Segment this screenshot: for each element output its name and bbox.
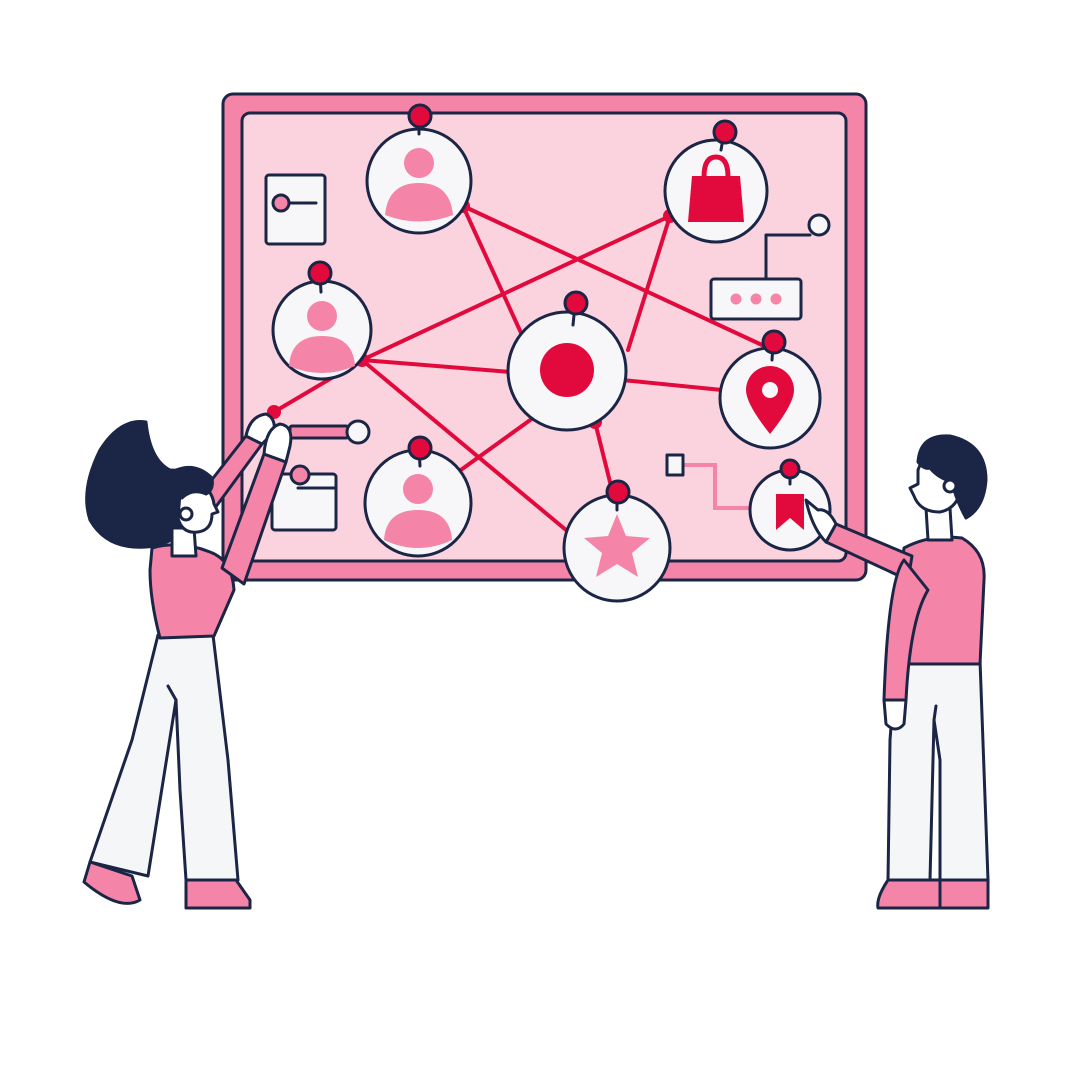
pin-icon — [712, 119, 738, 152]
man-hand-pointing — [804, 498, 838, 544]
pin-icon — [605, 479, 631, 512]
network-links — [272, 204, 764, 532]
node-center — [506, 290, 628, 432]
pin-icon — [307, 260, 333, 294]
man-pants — [886, 658, 990, 882]
input-card-icon — [270, 464, 338, 532]
man-figure — [804, 434, 990, 910]
pin-icon — [761, 329, 787, 362]
woman-shoe-right — [184, 878, 252, 910]
thread-slider-icon — [288, 419, 371, 445]
user-icon — [384, 474, 452, 548]
man-shoe-right — [938, 878, 990, 910]
pin-icon — [563, 290, 589, 327]
connector-icon — [764, 213, 831, 282]
man-hand-down — [882, 698, 908, 731]
user-icon — [289, 301, 355, 373]
node-user-top — [365, 103, 473, 235]
man-shoe-left — [876, 878, 942, 910]
woman-shoe-left — [82, 860, 142, 905]
shopping-bag-icon — [688, 154, 744, 222]
node-bookmark — [748, 458, 832, 552]
dots-panel-icon — [709, 277, 803, 321]
woman-hair-front — [174, 465, 214, 500]
man-shirt — [894, 535, 986, 666]
record-dot-icon — [540, 343, 594, 397]
toggle-card-icon — [264, 173, 327, 246]
woman-hand-front — [262, 422, 293, 464]
user-icon — [385, 148, 453, 222]
node-user-bottom — [363, 435, 473, 558]
bracket-connector-icon — [665, 453, 754, 510]
node-shopping-bag — [663, 119, 769, 244]
woman-pants — [88, 633, 240, 882]
pin-icon — [407, 103, 433, 136]
pin-icon — [779, 458, 801, 486]
bookmark-icon — [776, 494, 804, 530]
woman-figure — [82, 412, 293, 910]
woman-shirt — [148, 543, 236, 640]
node-star — [562, 479, 672, 603]
pin-icon — [407, 435, 433, 468]
location-pin-icon — [746, 366, 794, 434]
man-hair — [916, 434, 988, 520]
node-user-left — [271, 260, 373, 381]
node-location — [718, 329, 822, 450]
star-icon — [584, 514, 650, 577]
